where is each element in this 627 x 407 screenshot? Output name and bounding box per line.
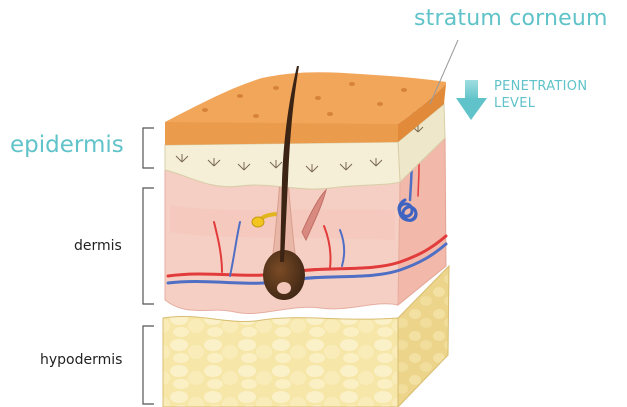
penetration-label-line2: LEVEL [494, 95, 587, 112]
hypodermis-label: hypodermis [40, 352, 122, 368]
stratum-corneum-label: stratum corneum [414, 6, 608, 31]
stratum-corneum-layer [165, 72, 446, 145]
penetration-arrow-icon [456, 80, 487, 120]
dermis-bracket [143, 188, 154, 304]
penetration-level-label: PENETRATION LEVEL [494, 78, 587, 112]
hypodermis-bracket [143, 326, 154, 404]
dermis-label: dermis [74, 238, 122, 254]
epidermis-label: epidermis [10, 132, 124, 158]
penetration-label-line1: PENETRATION [494, 78, 587, 95]
epidermis-bracket [143, 128, 154, 168]
